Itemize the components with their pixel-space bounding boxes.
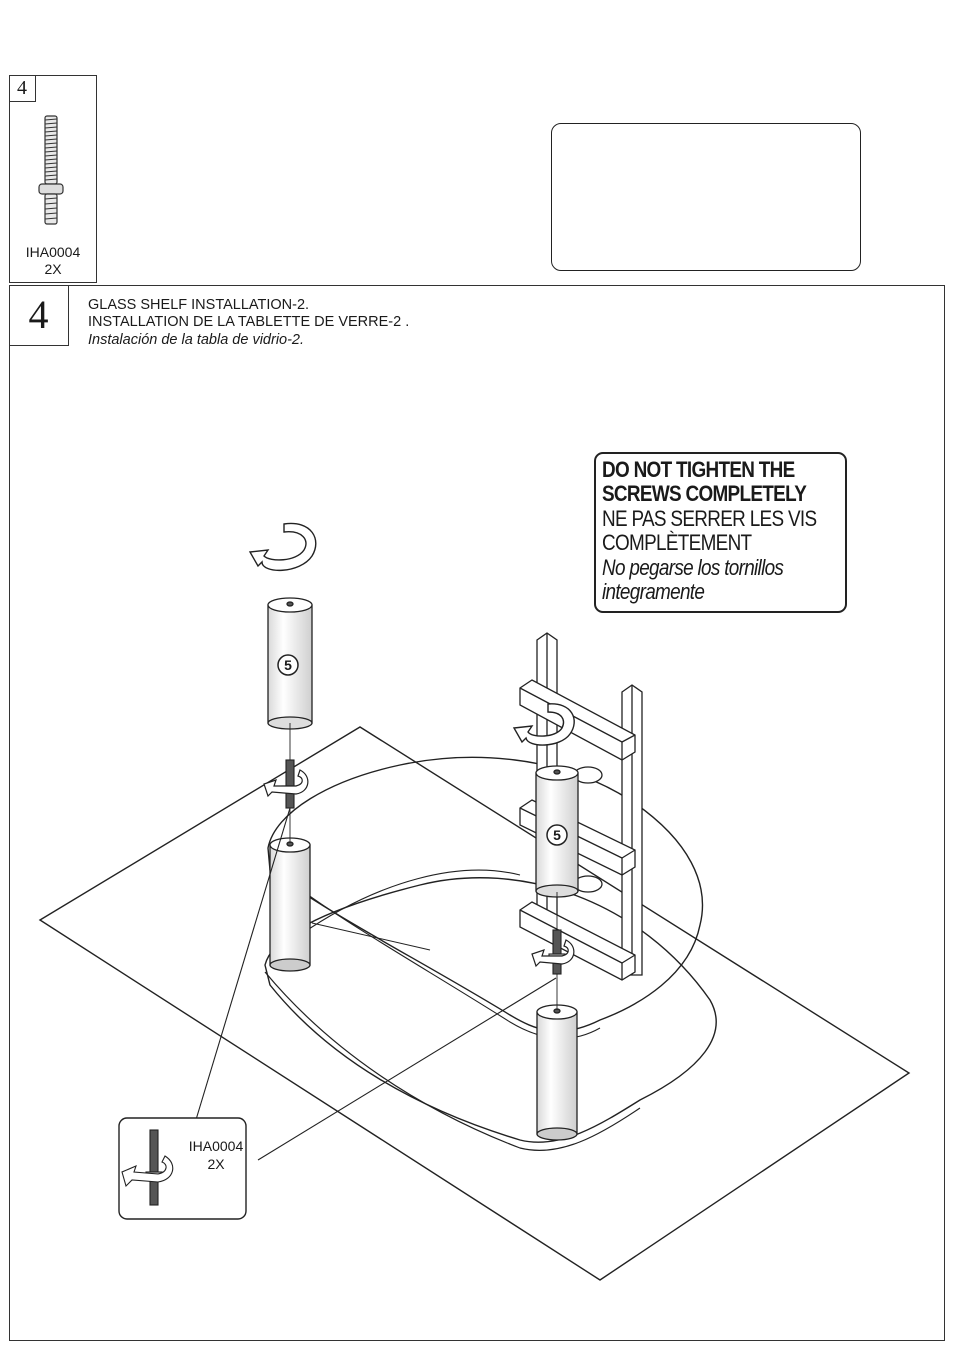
- warning-en-line2: SCREWS COMPLETELY: [602, 482, 811, 506]
- step-title-fr: INSTALLATION DE LA TABLETTE DE VERRE-2 .: [88, 314, 409, 331]
- warning-fr-line2: COMPLÈTEMENT: [602, 531, 811, 555]
- step-frame: [9, 285, 945, 1341]
- part-quantity-text: 2X: [14, 261, 92, 278]
- right-post-label: 5: [550, 826, 564, 844]
- step-number: 4: [9, 285, 69, 346]
- warning-es-line2: integramente: [602, 580, 811, 604]
- parts-list-part-code: IHA0004 2X: [14, 244, 92, 278]
- warning-fr-line1: NE PAS SERRER LES VIS: [602, 507, 811, 531]
- warning-es-line1: No pegarse los tornillos: [602, 556, 811, 580]
- callout-part-label: IHA0004 2X: [178, 1137, 254, 1173]
- step-title-en: GLASS SHELF INSTALLATION-2.: [88, 297, 309, 314]
- part-code-text: IHA0004: [14, 244, 92, 261]
- warning-box: DO NOT TIGHTEN THE SCREWS COMPLETELY NE …: [594, 452, 847, 613]
- warning-en-line1: DO NOT TIGHTEN THE: [602, 458, 811, 482]
- blank-note-box: [551, 123, 861, 271]
- callout-part-code: IHA0004: [178, 1137, 254, 1155]
- left-post-label: 5: [281, 656, 295, 674]
- callout-quantity: 2X: [178, 1155, 254, 1173]
- parts-list-step-number: 4: [9, 75, 36, 102]
- step-title-es: Instalación de la tabla de vidrio-2.: [88, 332, 304, 349]
